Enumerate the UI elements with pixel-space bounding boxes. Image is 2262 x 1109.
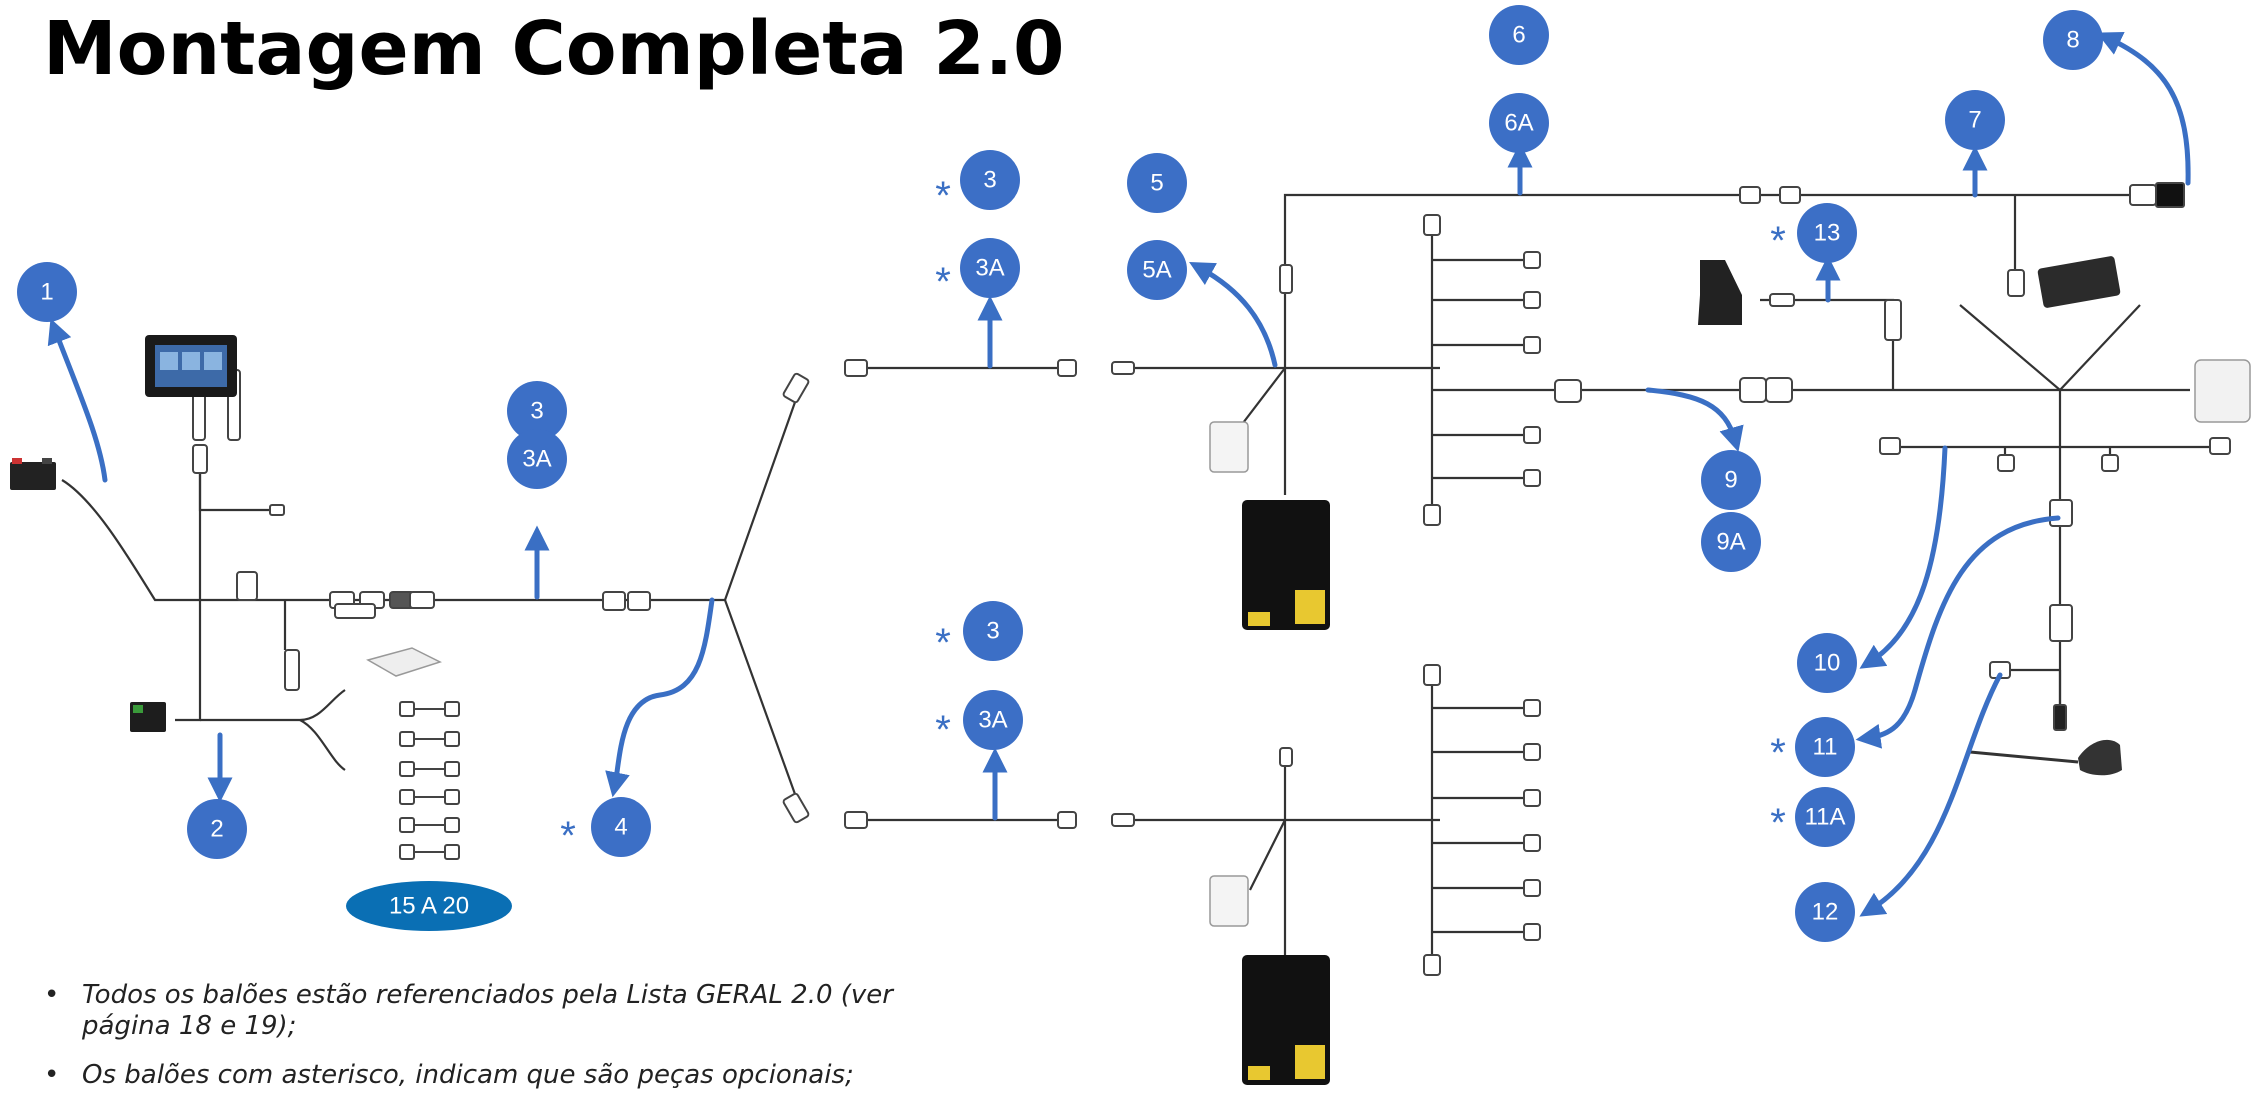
bubble-4: 4 (591, 797, 651, 857)
bubble-2: 2 (187, 799, 247, 859)
ecu-module-image (130, 702, 166, 732)
joystick-image (1969, 739, 2122, 776)
arrow-11 (1855, 515, 2061, 749)
bubble-13-label: 13 (1814, 220, 1841, 247)
flow-meter-image (2194, 359, 2251, 423)
bubble-3a-bot: 3A (963, 690, 1023, 750)
arrow-5a (1189, 261, 1278, 368)
bubble-1-label: 1 (40, 279, 53, 306)
bubble-10: 10 (1797, 633, 1857, 693)
bubble-3-bot-label: 3 (986, 618, 999, 645)
harness-wires (61, 193, 2220, 960)
bubble-11a: 11A (1795, 787, 1855, 847)
asterisk-3-top: * (935, 174, 951, 218)
asterisk-11a: * (1770, 801, 1786, 845)
bubble-3-mid-label: 3 (530, 398, 543, 425)
bubble-7: 7 (1945, 90, 2005, 150)
asterisk-3a-top: * (935, 260, 951, 304)
bubble-4-label: 4 (614, 814, 627, 841)
bubble-12-label: 12 (1812, 899, 1839, 926)
electronic-module-image (2037, 256, 2121, 308)
connectors (192, 182, 2231, 976)
pressure-sensor-image (1209, 421, 1249, 927)
range-bubble-label: 15 A 20 (389, 893, 469, 920)
bubble-9a-label: 9A (1716, 529, 1745, 556)
arrow-8 (2096, 32, 2191, 186)
optional-markers: * * * * * * * * (560, 174, 1786, 858)
bubble-5a-label: 5A (1142, 257, 1171, 284)
bubble-9a: 9A (1701, 512, 1761, 572)
bubble-11: 11 (1795, 717, 1855, 777)
bubble-11a-label: 11A (1805, 804, 1846, 831)
bubble-5-label: 5 (1150, 170, 1163, 197)
arrow-10 (1859, 445, 1948, 669)
asterisk-11: * (1770, 731, 1786, 775)
bubble-3a-mid-label: 3A (522, 446, 551, 473)
arrow-9 (1645, 387, 1744, 453)
bubble-9: 9 (1701, 450, 1761, 510)
bubble-3a-bot-label: 3A (978, 707, 1007, 734)
callout-arrows (47, 32, 2191, 917)
valve-image (1698, 260, 1742, 325)
bubble-1: 1 (17, 262, 77, 322)
bubble-8-label: 8 (2066, 27, 2079, 54)
asterisk-13: * (1770, 219, 1786, 263)
bubble-3-top: 3 (960, 150, 1020, 210)
bubble-12: 12 (1795, 882, 1855, 942)
arrow-12 (1859, 672, 2003, 917)
arrow-4 (605, 597, 715, 798)
bubble-3a-mid: 3A (507, 429, 567, 489)
bubble-13: 13 (1797, 203, 1857, 263)
bubble-11-label: 11 (1813, 734, 1838, 761)
arrow-1 (47, 318, 108, 483)
bubble-3-top-label: 3 (983, 167, 996, 194)
bubble-6a-label: 6A (1504, 110, 1533, 137)
bubble-2-label: 2 (210, 816, 223, 843)
display-terminal-image (145, 335, 237, 397)
reference-bubbles: 1 2 3 3A 4 3 3A 3 3A 5 5A 6 6A 7 8 9 9A … (17, 5, 2103, 942)
asterisk-4: * (560, 814, 576, 858)
range-bubble-15-a-20: 15 A 20 (346, 881, 512, 931)
bubble-10-label: 10 (1814, 650, 1841, 677)
sensor-pigtails (399, 701, 460, 860)
bubble-9-label: 9 (1724, 467, 1737, 494)
bubble-6-label: 6 (1512, 22, 1525, 49)
bubble-3-mid: 3 (507, 381, 567, 441)
note-item: Os balões com asterisco, indicam que são… (40, 1060, 920, 1091)
bubble-5a: 5A (1127, 240, 1187, 300)
controller-box-image (1242, 500, 1330, 1085)
page-title: Montagem Completa 2.0 (43, 6, 1065, 92)
note-item: Todos os balões estão referenciados pela… (40, 980, 920, 1042)
notes-list: Todos os balões estão referenciados pela… (40, 980, 920, 1109)
asterisk-3-bot: * (935, 621, 951, 665)
asterisk-3a-bot: * (935, 708, 951, 752)
bubble-3-bot: 3 (963, 601, 1023, 661)
bubble-3a-top: 3A (960, 238, 1020, 298)
bubble-6: 6 (1489, 5, 1549, 65)
bubble-6a: 6A (1489, 93, 1549, 153)
bubble-7-label: 7 (1968, 107, 1981, 134)
battery-image (10, 458, 56, 490)
gps-antenna-image (366, 647, 442, 677)
bubble-8: 8 (2043, 10, 2103, 70)
bubble-5: 5 (1127, 153, 1187, 213)
bubble-3a-top-label: 3A (975, 255, 1004, 282)
